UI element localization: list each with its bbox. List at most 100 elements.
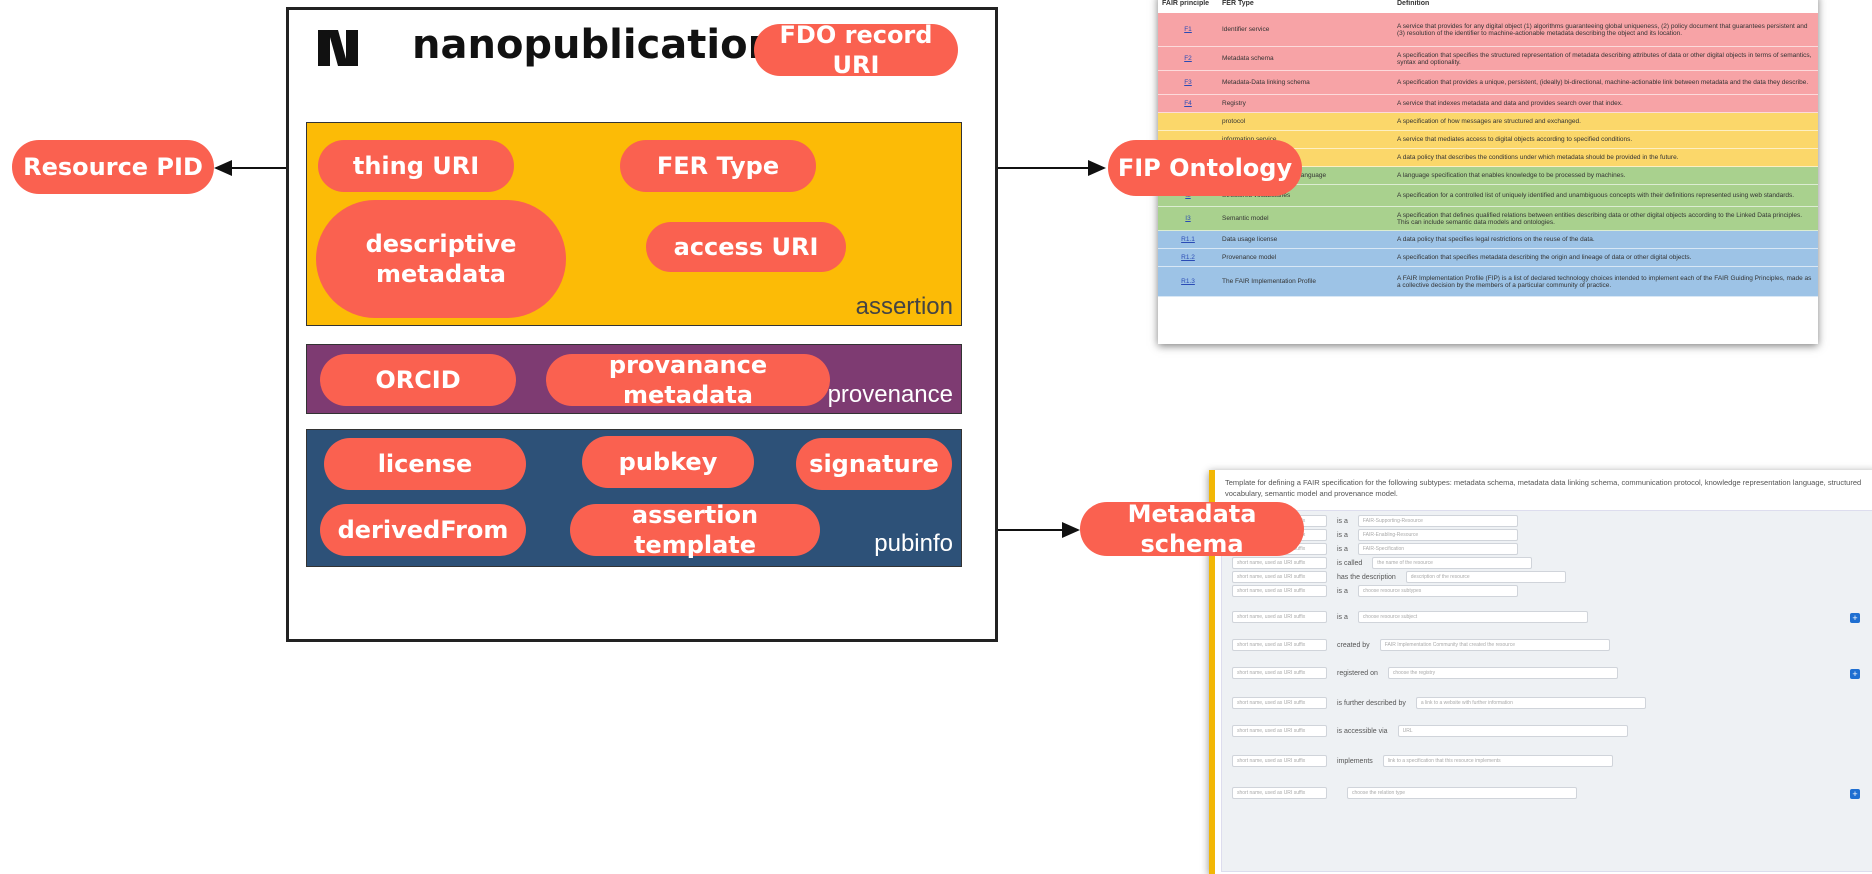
form-row: short name, used as URI suffix choose the… bbox=[1232, 787, 1577, 799]
short-name-input[interactable]: short name, used as URI suffix bbox=[1232, 755, 1327, 767]
table-cell-definition: A data policy that specifies legal restr… bbox=[1393, 230, 1818, 249]
form-row: short name, used as URI suffix is a choose… bbox=[1232, 611, 1588, 623]
relation-label: is a bbox=[1337, 517, 1348, 525]
table-cell-type: protocol bbox=[1218, 112, 1393, 131]
table-cell-principle[interactable]: R1.1 bbox=[1158, 230, 1218, 249]
fdo-record-uri-pill: FDO record URI bbox=[754, 21, 958, 79]
relation-label: is a bbox=[1337, 531, 1348, 539]
value-field[interactable]: a link to a website with further informa… bbox=[1415, 697, 1646, 709]
derived-from-pill: derivedFrom bbox=[320, 504, 526, 556]
provenance-label: provenance bbox=[827, 381, 953, 408]
relation-label: implements bbox=[1337, 757, 1373, 765]
short-name-input[interactable]: short name, used as URI suffix bbox=[1232, 639, 1327, 651]
descriptive-metadata-pill: descriptive metadata bbox=[316, 200, 566, 318]
table-header: FER Type bbox=[1218, 0, 1393, 13]
value-field[interactable]: choose resource subtypes bbox=[1357, 585, 1518, 597]
value-field[interactable]: FAIR-Enabling-Resource bbox=[1357, 529, 1518, 541]
table-cell-principle[interactable]: F1 bbox=[1158, 12, 1218, 47]
table-cell-principle[interactable]: F3 bbox=[1158, 70, 1218, 95]
relation-label: is a bbox=[1337, 613, 1348, 621]
nanopublication-title: nanopublication bbox=[412, 22, 777, 68]
table-cell-type: Semantic model bbox=[1218, 206, 1393, 231]
value-field[interactable]: the name of the resource bbox=[1372, 557, 1533, 569]
relation-label: is a bbox=[1337, 545, 1348, 553]
assertion-template-pill: assertion template bbox=[570, 501, 820, 559]
metadata-schema-pill: Metadata schema bbox=[1080, 500, 1304, 558]
assertion-label: assertion bbox=[855, 293, 953, 320]
short-name-input[interactable]: short name, used as URI suffix bbox=[1232, 725, 1327, 737]
value-field[interactable]: FAIR-Specification bbox=[1357, 543, 1518, 555]
form-row: short name, used as URI suffix registered… bbox=[1232, 667, 1618, 679]
thing-uri-pill: thing URI bbox=[318, 140, 514, 192]
relation-label: is accessible via bbox=[1337, 727, 1388, 735]
table-cell-definition: A specification that specifies the struc… bbox=[1393, 46, 1818, 71]
add-row-plus-icon[interactable]: + bbox=[1850, 613, 1860, 623]
access-uri-pill: access URI bbox=[646, 222, 846, 272]
table-header: FAIR principle bbox=[1158, 0, 1218, 13]
table-cell-definition: A data policy that describes the conditi… bbox=[1393, 148, 1818, 167]
table-cell-type: Registry bbox=[1218, 94, 1393, 113]
orcid-pill: ORCID bbox=[320, 354, 516, 406]
value-field[interactable]: choose the relation type bbox=[1347, 787, 1577, 799]
fer-type-pill: FER Type bbox=[620, 140, 816, 192]
table-cell-definition: A specification of how messages are stru… bbox=[1393, 112, 1818, 131]
relation-label: is further described by bbox=[1337, 699, 1406, 707]
template-form-panel: short name, used as URI suffix is a FAIR-S… bbox=[1221, 510, 1872, 872]
table-cell-principle[interactable]: R1.3 bbox=[1158, 266, 1218, 297]
table-cell-definition: A specification for a controlled list of… bbox=[1393, 184, 1818, 207]
table-cell-definition: A service that mediates access to digita… bbox=[1393, 130, 1818, 149]
table-cell-principle[interactable]: R1.2 bbox=[1158, 248, 1218, 267]
relation-label: registered on bbox=[1337, 669, 1378, 677]
table-cell-principle[interactable] bbox=[1158, 112, 1218, 131]
table-cell-type: Data usage license bbox=[1218, 230, 1393, 249]
value-field[interactable]: link to a specification that this resour… bbox=[1382, 755, 1613, 767]
table-cell-type: Metadata schema bbox=[1218, 46, 1393, 71]
table-cell-type: Provenance model bbox=[1218, 248, 1393, 267]
relation-label: has the description bbox=[1337, 573, 1396, 581]
table-cell-definition: A service that indexes metadata and data… bbox=[1393, 94, 1818, 113]
table-cell-principle[interactable]: F4 bbox=[1158, 94, 1218, 113]
table-cell-definition: A FAIR Implementation Profile (FIP) is a… bbox=[1393, 266, 1818, 297]
short-name-input[interactable]: short name, used as URI suffix bbox=[1232, 557, 1327, 569]
relation-label: created by bbox=[1337, 641, 1370, 649]
add-row-plus-icon[interactable]: + bbox=[1850, 669, 1860, 679]
add-row-plus-icon[interactable]: + bbox=[1850, 789, 1860, 799]
table-row: ation policyA data policy that describes… bbox=[1158, 148, 1818, 167]
relation-label: is called bbox=[1337, 559, 1363, 567]
relation-label: is a bbox=[1337, 587, 1348, 595]
value-field[interactable]: choose resource subject bbox=[1357, 611, 1588, 623]
value-field[interactable]: FAIR-Supporting-Resource bbox=[1357, 515, 1518, 527]
short-name-input[interactable]: short name, used as URI suffix bbox=[1232, 611, 1327, 623]
value-field[interactable]: URL bbox=[1397, 725, 1628, 737]
value-field[interactable]: FAIR Implementation Community that creat… bbox=[1379, 639, 1610, 651]
value-field[interactable]: description of the resource bbox=[1405, 571, 1566, 583]
form-row: short name, used as URI suffix is called t… bbox=[1232, 557, 1533, 569]
table-cell-principle[interactable]: I3 bbox=[1158, 206, 1218, 231]
form-row: short name, used as URI suffix created by… bbox=[1232, 639, 1610, 651]
pubkey-pill: pubkey bbox=[582, 436, 754, 488]
table-cell-principle[interactable]: F2 bbox=[1158, 46, 1218, 71]
table-cell-type: Metadata-Data linking schema bbox=[1218, 70, 1393, 95]
short-name-input[interactable]: short name, used as URI suffix bbox=[1232, 697, 1327, 709]
table-cell-definition: A language specification that enables kn… bbox=[1393, 166, 1818, 185]
value-field[interactable]: choose the registry bbox=[1387, 667, 1618, 679]
short-name-input[interactable]: short name, used as URI suffix bbox=[1232, 787, 1327, 799]
fip-ontology-pill: FIP Ontology bbox=[1108, 140, 1302, 196]
resource-pid-pill: Resource PID bbox=[12, 140, 214, 194]
form-row: short name, used as URI suffix is further… bbox=[1232, 697, 1646, 709]
short-name-input[interactable]: short name, used as URI suffix bbox=[1232, 667, 1327, 679]
short-name-input[interactable]: short name, used as URI suffix bbox=[1232, 585, 1327, 597]
table-cell-type: Identifier service bbox=[1218, 12, 1393, 47]
table-cell-definition: A specification that provides a unique, … bbox=[1393, 70, 1818, 95]
pubinfo-label: pubinfo bbox=[874, 530, 953, 557]
license-pill: license bbox=[324, 438, 526, 490]
short-name-input[interactable]: short name, used as URI suffix bbox=[1232, 571, 1327, 583]
